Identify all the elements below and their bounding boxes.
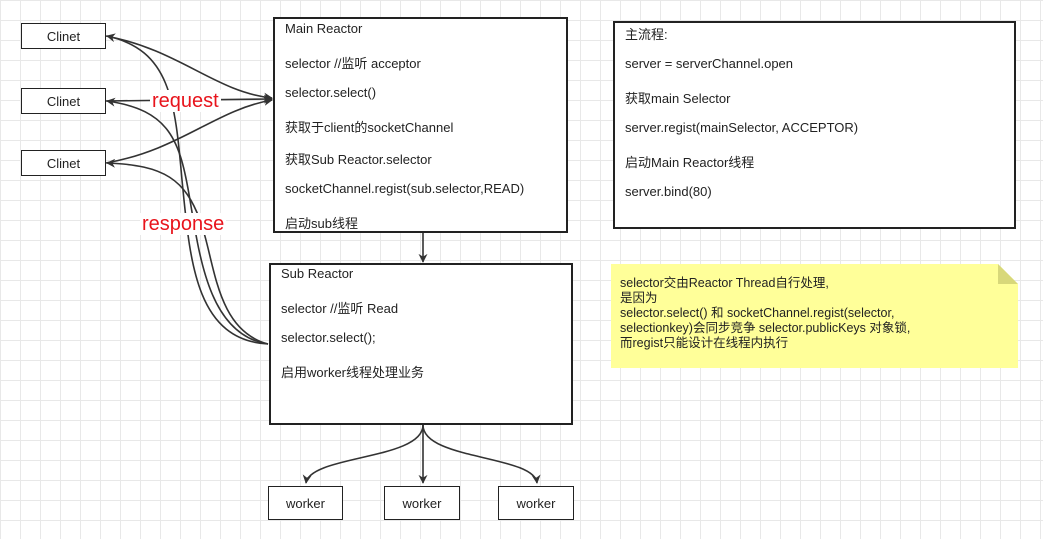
client-label: Clinet bbox=[46, 28, 81, 44]
client-label: Clinet bbox=[46, 93, 81, 109]
main-flow-line: 启动Main Reactor线程 bbox=[625, 155, 755, 170]
client-box-3: Clinet bbox=[21, 150, 106, 176]
note-line: selector交由Reactor Thread自行处理, bbox=[620, 276, 829, 290]
worker-box-1: worker bbox=[268, 486, 343, 520]
note-line: 而regist只能设计在线程内执行 bbox=[620, 336, 789, 350]
sub-to-worker-1 bbox=[302, 424, 424, 484]
client-box-1: Clinet bbox=[21, 23, 106, 49]
sub-reactor-line: selector //监听 Read bbox=[281, 301, 399, 316]
main-reactor-box: Main Reactor selector //监听 acceptor sele… bbox=[273, 17, 568, 233]
main-flow-box: 主流程: server = serverChannel.open 获取main … bbox=[613, 21, 1016, 229]
request-arrow-3 bbox=[105, 96, 273, 164]
worker-box-3: worker bbox=[498, 486, 574, 520]
main-reactor-title: Main Reactor bbox=[285, 21, 363, 36]
main-flow-line: server = serverChannel.open bbox=[625, 56, 794, 71]
main-reactor-line: socketChannel.regist(sub.selector,READ) bbox=[285, 181, 525, 196]
response-arrow-1 bbox=[106, 33, 269, 345]
worker-label: worker bbox=[285, 495, 325, 511]
sub-reactor-box: Sub Reactor selector //监听 Read selector.… bbox=[269, 263, 573, 425]
worker-label: worker bbox=[516, 495, 556, 511]
client-label: Clinet bbox=[46, 155, 81, 171]
note-line: selector.select() 和 socketChannel.regist… bbox=[620, 306, 895, 320]
sub-reactor-line: 启用worker线程处理业务 bbox=[281, 365, 425, 380]
main-reactor-line: 获取于client的socketChannel bbox=[285, 120, 454, 135]
worker-label: worker bbox=[402, 495, 442, 511]
sub-reactor-title: Sub Reactor bbox=[281, 266, 354, 281]
sub-to-worker-3 bbox=[422, 424, 541, 484]
main-flow-line: 获取main Selector bbox=[625, 91, 731, 106]
client-box-2: Clinet bbox=[21, 88, 106, 114]
main-reactor-line: selector //监听 acceptor bbox=[285, 56, 421, 71]
main-reactor-line: 获取Sub Reactor.selector bbox=[285, 152, 432, 167]
sub-reactor-line: selector.select(); bbox=[281, 330, 376, 345]
main-flow-line: server.bind(80) bbox=[625, 184, 712, 199]
note-line: 是因为 bbox=[620, 291, 658, 305]
main-flow-line: server.regist(mainSelector, ACCEPTOR) bbox=[625, 120, 859, 135]
request-arrow-1 bbox=[105, 35, 273, 102]
main-reactor-line: 启动sub线程 bbox=[285, 216, 358, 231]
response-label: response bbox=[140, 213, 227, 235]
main-reactor-line: selector.select() bbox=[285, 85, 377, 100]
note-line: selectionkey)会同步竞争 selector.publicKeys 对… bbox=[620, 321, 911, 335]
request-label: request bbox=[150, 90, 221, 112]
sticky-note: selector交由Reactor Thread自行处理, 是因为 select… bbox=[611, 264, 1018, 368]
worker-box-2: worker bbox=[384, 486, 460, 520]
main-flow-title: 主流程: bbox=[625, 27, 668, 42]
